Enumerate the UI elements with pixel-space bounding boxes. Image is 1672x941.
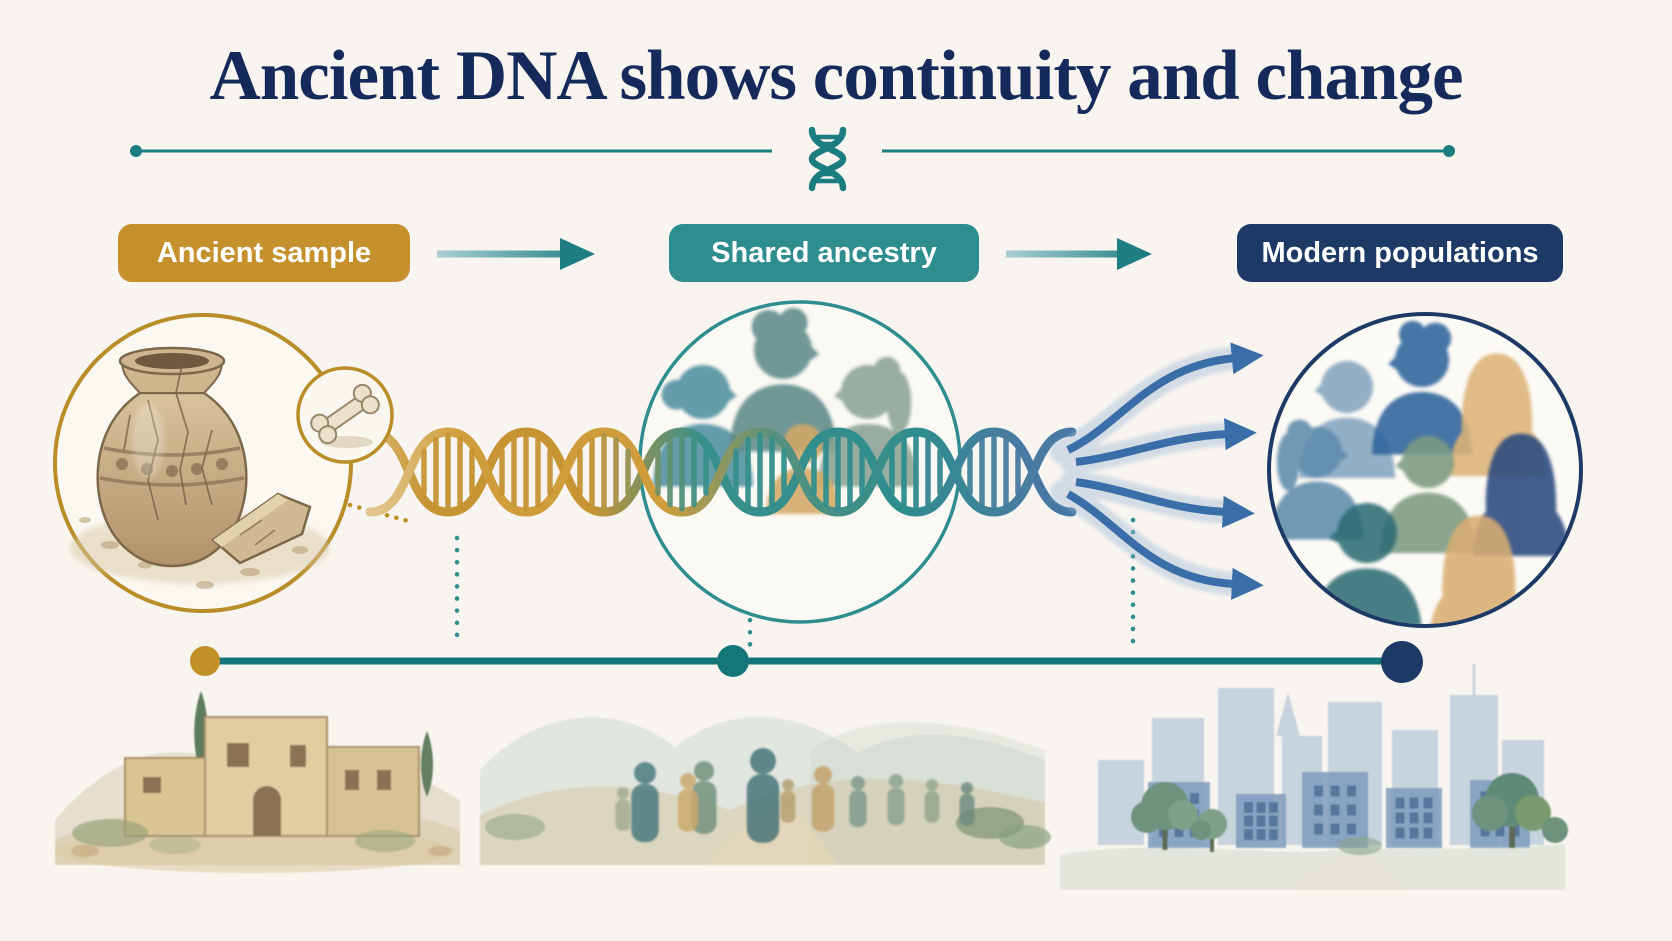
timeline-marker-modern [1381,641,1423,683]
timeline [190,641,1423,683]
flow-arrow-1 [437,238,595,270]
modern-city-illustration [1060,664,1568,890]
ancient-sample-circle [53,313,353,613]
pot-illustration [70,346,330,589]
flow-arrow-2 [1006,238,1152,270]
branching-arrows [1050,342,1264,600]
stage-badge-ancient-sample: Ancient sample [118,224,410,282]
park-trees [1131,773,1568,855]
migrating-people-illustration [480,716,1051,865]
dna-strand [365,414,1145,530]
timeline-marker-ancient [190,646,220,676]
modern-portrait-silhouettes [1271,320,1570,624]
modern-populations-circle [1267,312,1583,628]
header-divider [130,145,1455,157]
dna-icon [808,126,847,192]
bone-inset-circle [296,366,394,464]
page-title: Ancient DNA shows continuity and change [209,37,1463,115]
stage-badge-modern-populations: Modern populations [1237,224,1563,282]
bone-icon [310,383,380,445]
stage-badge-shared-ancestry: Shared ancestry [669,224,979,282]
stone-fragment [210,492,312,565]
timeline-marker-shared [717,645,749,677]
ancient-village-illustration [55,691,460,873]
